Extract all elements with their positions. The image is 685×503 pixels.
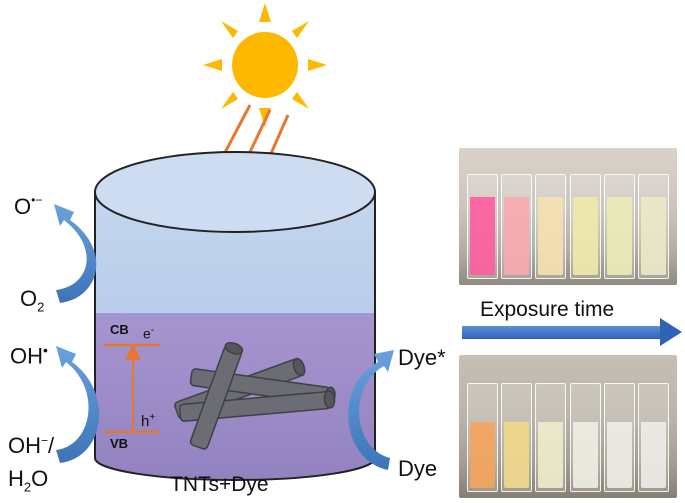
dye-label: Dye: [398, 456, 438, 481]
cuvette: [467, 174, 499, 279]
exposure-time-arrowhead: [660, 318, 682, 346]
oxygen-label: O2: [20, 286, 45, 315]
cuvettes-photo-before: [459, 148, 677, 285]
cuvette-liquid: [470, 197, 496, 275]
vb-label: VB: [110, 436, 129, 451]
band-diagram: [104, 343, 160, 434]
cuvette-liquid: [606, 422, 632, 488]
cuvette-liquid: [538, 422, 564, 488]
cuvette: [501, 383, 533, 492]
o2-to-superoxide-arrow: [54, 204, 97, 303]
hole-label: h+: [141, 412, 156, 430]
cuvette: [501, 174, 533, 279]
cuvette: [535, 383, 567, 492]
hydroxyl-radical-label: OH•: [10, 342, 48, 369]
excited-dye-label: Dye*: [398, 345, 446, 370]
cuvettes-photo-after: [459, 355, 677, 498]
cuvette: [569, 383, 601, 492]
cuvette: [467, 383, 499, 492]
hydroxide-label: OH−/: [8, 433, 55, 458]
cuvette-liquid: [504, 197, 530, 275]
cuvette: [603, 174, 635, 279]
cuvette-liquid: [504, 422, 530, 488]
cuvette-liquid: [606, 197, 632, 275]
cuvette: [569, 174, 601, 279]
cb-label: CB: [110, 322, 129, 337]
dye-to-excited-dye-arrow: [348, 350, 394, 470]
cuvette-liquid: [470, 422, 496, 488]
cuvette: [603, 383, 635, 492]
water-label: H2O: [8, 466, 49, 495]
water-to-hydroxyl-arrow: [56, 346, 100, 463]
vessel-rim: [94, 151, 376, 233]
electron-label: e-: [143, 325, 155, 342]
cuvette: [637, 383, 669, 492]
cuvette-liquid: [538, 197, 564, 275]
superoxide-label: O•−: [14, 192, 43, 219]
sun-icon: [203, 3, 327, 127]
exposure-time-arrow: [462, 326, 662, 339]
cuvette-liquid: [572, 197, 598, 275]
cuvette-liquid: [640, 197, 666, 275]
vessel-label: TNTs+Dye: [170, 473, 269, 496]
cuvette: [637, 174, 669, 279]
cuvette-liquid: [572, 422, 598, 488]
tio2-nanotubes: [174, 341, 336, 450]
cuvette: [535, 174, 567, 279]
exposure-time-label: Exposure time: [480, 298, 615, 321]
cuvette-liquid: [640, 422, 666, 488]
